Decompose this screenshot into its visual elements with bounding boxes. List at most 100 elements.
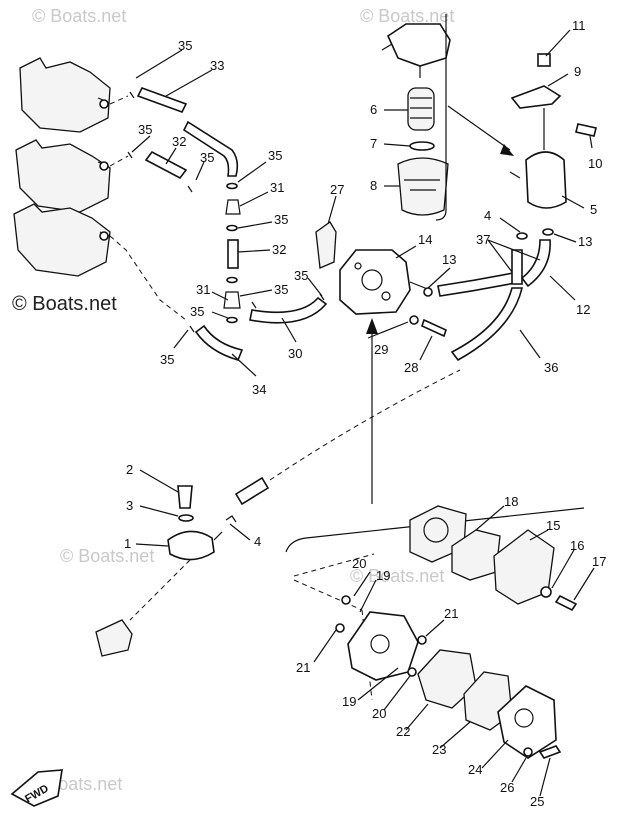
washer-26 bbox=[523, 747, 533, 757]
label-17: 17 bbox=[592, 554, 606, 569]
carb-fitting-2 bbox=[99, 161, 109, 171]
bolt-28 bbox=[421, 318, 447, 338]
label-20-a: 20 bbox=[352, 556, 366, 571]
label-6: 6 bbox=[370, 102, 377, 117]
cover-24 bbox=[497, 685, 557, 759]
label-18: 18 bbox=[504, 494, 518, 509]
clip-4a bbox=[516, 232, 528, 240]
spring-16 bbox=[540, 586, 552, 598]
exploded-fuel-pump bbox=[285, 505, 585, 759]
label-35-d: 35 bbox=[268, 148, 282, 163]
label-11: 11 bbox=[572, 18, 586, 33]
tank-connector bbox=[95, 619, 133, 657]
tank-fitting-assembly bbox=[95, 485, 237, 657]
carburetor-stack bbox=[13, 57, 187, 321]
label-1: 1 bbox=[124, 536, 131, 551]
label-16: 16 bbox=[570, 538, 584, 553]
check-valve-21b bbox=[417, 635, 427, 645]
label-29: 29 bbox=[374, 342, 388, 357]
label-13-a: 13 bbox=[442, 252, 456, 267]
label-34: 34 bbox=[252, 382, 266, 397]
label-24: 24 bbox=[468, 762, 482, 777]
label-35-i: 35 bbox=[294, 268, 308, 283]
label-10: 10 bbox=[588, 156, 602, 171]
hose-12a bbox=[511, 249, 523, 285]
watermark-mid-left: © Boats.net bbox=[60, 546, 154, 566]
clip-13a bbox=[423, 287, 433, 297]
label-4-b: 4 bbox=[254, 534, 261, 549]
filter-element-6 bbox=[407, 87, 435, 131]
hose-30 bbox=[249, 296, 328, 324]
label-23: 23 bbox=[432, 742, 446, 757]
label-31-a: 31 bbox=[270, 180, 284, 195]
watermark-main: © Boats.net bbox=[12, 293, 117, 315]
o-ring-7 bbox=[409, 141, 435, 151]
label-36: 36 bbox=[544, 360, 558, 375]
label-21-b: 21 bbox=[444, 606, 458, 621]
label-15: 15 bbox=[546, 518, 560, 533]
main-supply-hose bbox=[234, 318, 461, 506]
label-32-a: 32 bbox=[172, 134, 186, 149]
fwd-indicator: FWD bbox=[10, 769, 63, 807]
label-5: 5 bbox=[590, 202, 597, 217]
label-32-b: 32 bbox=[272, 242, 286, 257]
label-19-b: 19 bbox=[342, 694, 356, 709]
hose-37 bbox=[437, 271, 521, 297]
label-14: 14 bbox=[418, 232, 432, 247]
label-35-e: 35 bbox=[274, 212, 288, 227]
hose-33 bbox=[136, 87, 188, 113]
label-13-b: 13 bbox=[578, 234, 592, 249]
label-31-b: 31 bbox=[196, 282, 210, 297]
hose-32a bbox=[144, 150, 188, 180]
hose-36 bbox=[450, 287, 524, 362]
label-35-h: 35 bbox=[160, 352, 174, 367]
nut-11 bbox=[537, 53, 551, 67]
label-30: 30 bbox=[288, 346, 302, 361]
screw-17 bbox=[554, 594, 578, 612]
label-35-f: 35 bbox=[274, 282, 288, 297]
watermark-top-left: © Boats.net bbox=[32, 6, 126, 26]
bowl-8 bbox=[397, 157, 449, 216]
label-8: 8 bbox=[370, 178, 377, 193]
label-22: 22 bbox=[396, 724, 410, 739]
label-35-a: 35 bbox=[178, 38, 192, 53]
label-7: 7 bbox=[370, 136, 377, 151]
label-19-a: 19 bbox=[376, 568, 390, 583]
label-12: 12 bbox=[576, 302, 590, 317]
check-valve-20b bbox=[407, 667, 417, 677]
pump-body-19 bbox=[347, 611, 419, 681]
watermarks: © Boats.net © Boats.net © Boats.net © Bo… bbox=[12, 6, 454, 794]
label-35-g: 35 bbox=[190, 304, 204, 319]
filter-5 bbox=[525, 151, 567, 209]
part-number-labels: 35 33 35 32 35 35 31 35 32 35 31 35 35 3… bbox=[124, 18, 606, 809]
label-21-a: 21 bbox=[296, 660, 310, 675]
watermark-top-right: © Boats.net bbox=[360, 6, 454, 26]
label-20-b: 20 bbox=[372, 706, 386, 721]
hose-upper bbox=[182, 120, 239, 177]
label-25: 25 bbox=[530, 794, 544, 809]
bolt-10 bbox=[575, 123, 597, 137]
leader-lines bbox=[131, 29, 595, 797]
label-37: 37 bbox=[476, 232, 490, 247]
tee-31b bbox=[223, 291, 241, 309]
connector-1 bbox=[167, 530, 215, 561]
washer-29 bbox=[409, 315, 419, 325]
watermark-mid-right: © Boats.net bbox=[350, 566, 444, 586]
screw-25 bbox=[538, 745, 562, 759]
clip-13b bbox=[542, 228, 554, 236]
screw-2 bbox=[177, 485, 193, 509]
check-valve-21a bbox=[335, 623, 345, 633]
fuel-pump-14 bbox=[315, 221, 447, 338]
hose-32b bbox=[227, 239, 239, 269]
right-hose-assembly bbox=[423, 228, 554, 362]
bracket-9 bbox=[510, 85, 562, 109]
hose-34 bbox=[194, 324, 244, 361]
carb-fitting-1 bbox=[99, 99, 109, 109]
tee-31a bbox=[225, 199, 241, 215]
label-2: 2 bbox=[126, 462, 133, 477]
gasket-27 bbox=[315, 221, 337, 269]
label-35-b: 35 bbox=[138, 122, 152, 137]
carb-fitting-3 bbox=[99, 231, 109, 241]
label-4-a: 4 bbox=[484, 208, 491, 223]
label-9: 9 bbox=[574, 64, 581, 79]
